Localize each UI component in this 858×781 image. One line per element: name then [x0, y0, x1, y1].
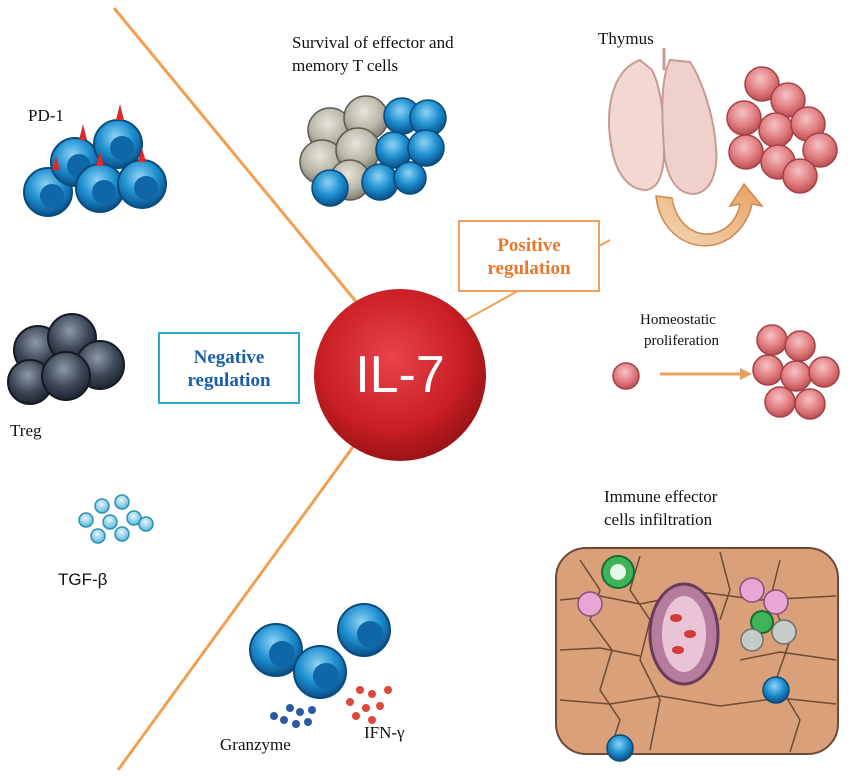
ifn-gamma-molecules	[346, 686, 392, 724]
lower-divider	[116, 439, 360, 771]
homeostatic-label-1: Homeostatic	[640, 312, 716, 328]
positive-line2: regulation	[487, 258, 571, 279]
il7-circle	[314, 289, 486, 461]
memory-t-cell-cluster	[299, 95, 447, 207]
tgfb-label: TGF-β	[58, 570, 108, 589]
tgfb-molecules	[78, 494, 154, 544]
thymus-output-cells	[726, 66, 838, 194]
granzyme-label: Granzyme	[220, 735, 291, 754]
survival-label-2: memory T cells	[292, 56, 399, 75]
pd1-label: PD-1	[28, 106, 64, 125]
il7-label: IL-7	[355, 346, 445, 404]
tissue-infiltration	[555, 547, 839, 762]
thymus-organ	[608, 48, 718, 196]
granzyme-molecules	[270, 704, 316, 728]
upper-divider	[112, 7, 360, 305]
thymus-label: Thymus	[598, 29, 654, 48]
negative-line2: regulation	[187, 370, 271, 391]
positive-line1: Positive	[497, 235, 561, 256]
immune-label-2: cells infiltration	[604, 510, 713, 529]
negative-regulation-box: Negative regulation	[158, 332, 300, 404]
immune-label-1: Immune effector	[604, 487, 718, 506]
homeostatic-label-2: proliferation	[644, 333, 719, 349]
treg-cell-cluster	[7, 313, 125, 405]
ifn-gamma-label: IFN-γ	[364, 723, 405, 742]
homeostatic-proliferation	[612, 324, 840, 420]
positive-regulation-box: Positive regulation	[458, 220, 600, 292]
cytotoxic-cells	[249, 603, 391, 699]
negative-line1: Negative	[193, 347, 265, 368]
thymus-arrow	[655, 182, 764, 247]
survival-label-1: Survival of effector and	[292, 33, 454, 52]
pd1-cell-cluster	[23, 104, 167, 217]
treg-label: Treg	[10, 421, 42, 440]
